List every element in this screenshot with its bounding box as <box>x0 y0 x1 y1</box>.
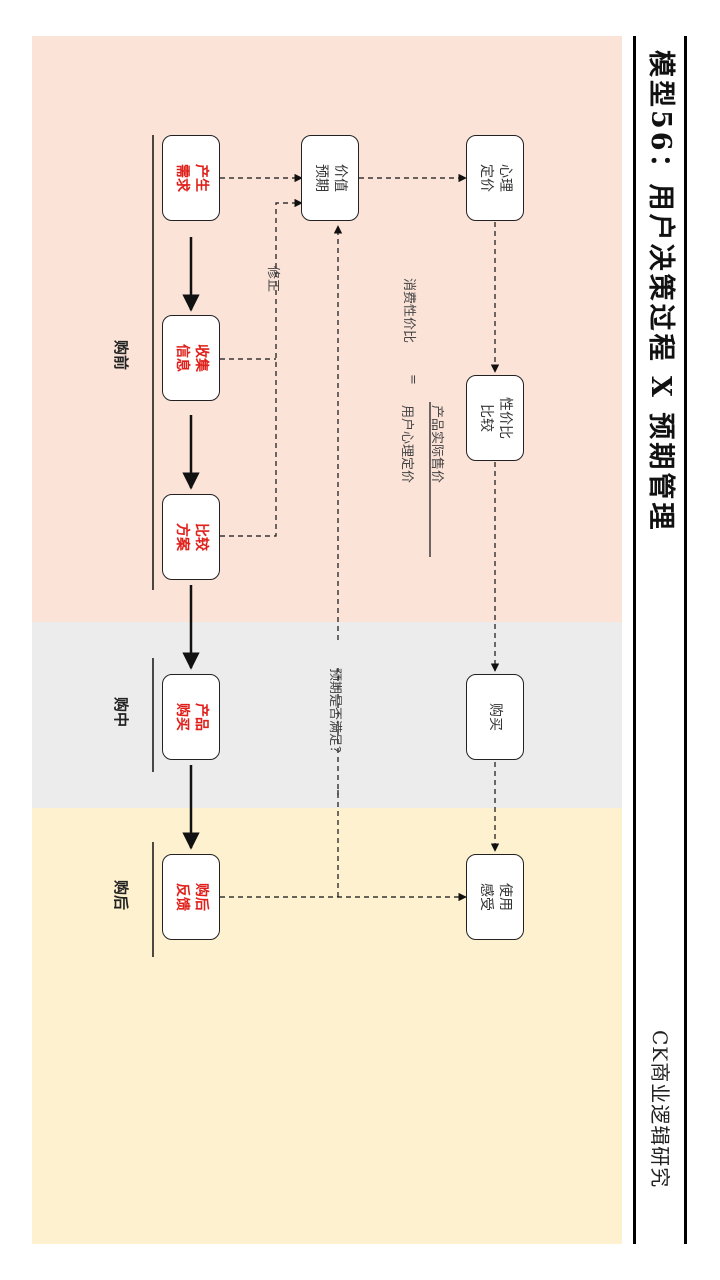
expectation-met-label: 预期是否满足？ <box>327 668 342 760</box>
step-need[interactable]: 产生 需求 <box>162 135 220 221</box>
stage-label-post: 购后 <box>112 880 130 911</box>
step-buy-product[interactable]: 产品 购买 <box>162 674 220 760</box>
step-collect-info[interactable]: 收集 信息 <box>162 315 220 401</box>
formula-numerator: 产品实际售价 <box>429 405 444 484</box>
step-value-expectation[interactable]: 价值 预期 <box>301 135 359 221</box>
stage-label-pre: 购前 <box>112 340 130 371</box>
step-experience[interactable]: 使用 感受 <box>466 854 524 940</box>
step-value-compare[interactable]: 性价比 比较 <box>466 375 524 461</box>
formula-denominator: 用户心理定价 <box>399 405 414 484</box>
step-compare-options[interactable]: 比较 方案 <box>162 494 220 580</box>
step-post-feedback[interactable]: 购后 反馈 <box>162 854 220 940</box>
link-compare-correction <box>220 198 303 537</box>
correction-label: 修正 <box>265 266 280 293</box>
formula-lhs: 消费性价比 <box>401 278 416 344</box>
step-purchase[interactable]: 购买 <box>466 674 524 760</box>
stage-label-mid: 购中 <box>112 697 130 728</box>
step-mental-pricing[interactable]: 心理 定价 <box>466 135 524 221</box>
formula-equals: = <box>405 374 420 385</box>
